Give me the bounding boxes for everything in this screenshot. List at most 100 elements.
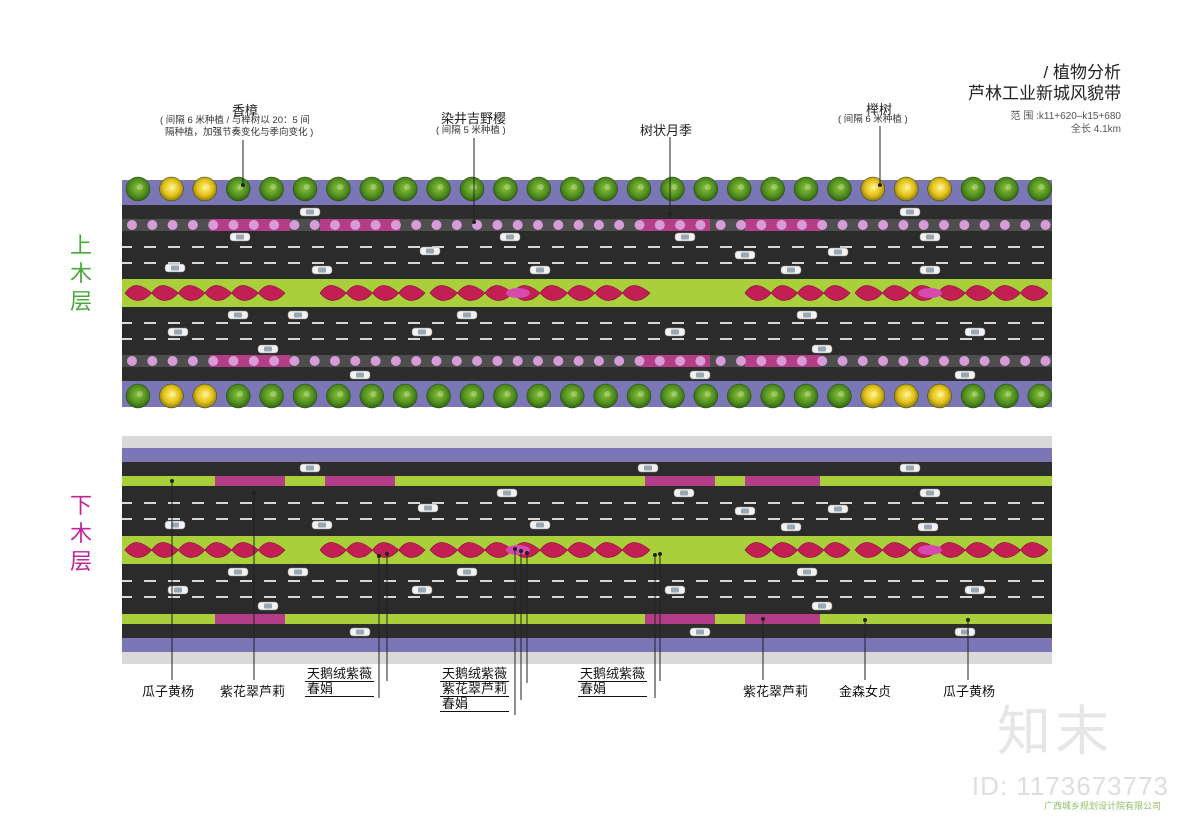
- car-window: [803, 569, 811, 575]
- tree-highlight: [304, 391, 310, 397]
- stack1-item: 天鹅绒紫薇: [305, 666, 375, 682]
- lower-plan: [122, 436, 1052, 664]
- car-window: [463, 312, 471, 318]
- car-window: [961, 372, 969, 378]
- xiangzhang-tree: [493, 383, 518, 409]
- median-shrub: [398, 285, 426, 301]
- xiangzhang-tree: [760, 383, 785, 409]
- car-window: [264, 346, 272, 352]
- label-guazi-left: 瓜子黄杨: [142, 684, 195, 699]
- xiangzhang-tree: [326, 383, 351, 409]
- cherry-tree: [187, 220, 198, 230]
- cherry-tree: [208, 356, 219, 366]
- tree-highlight: [972, 184, 978, 190]
- car-window: [294, 312, 302, 318]
- tree-highlight: [437, 184, 444, 190]
- cherry-tree: [472, 356, 483, 366]
- cherry-tree: [1040, 220, 1051, 230]
- car-window: [671, 587, 679, 593]
- upper-layer-label: 上木层: [69, 233, 92, 314]
- cherry-tree: [634, 356, 645, 366]
- tree-highlight: [471, 391, 477, 397]
- tree-highlight: [203, 184, 210, 190]
- xiangzhang-tree: [827, 383, 852, 409]
- cherry-tree: [715, 220, 726, 230]
- cherry-tree: [756, 220, 767, 230]
- cherry-tree: [350, 220, 361, 230]
- car-window: [294, 569, 302, 575]
- tree-highlight: [738, 391, 745, 397]
- cherry-tree: [898, 220, 909, 230]
- median-accent: [918, 545, 942, 555]
- xiangzhang-tree: [259, 383, 284, 409]
- stack3-item: 天鹅绒紫薇: [578, 666, 648, 682]
- tree-highlight: [604, 391, 611, 397]
- car-window: [356, 372, 364, 378]
- tree-highlight: [871, 391, 878, 397]
- xiangzhang-tree: [459, 176, 485, 202]
- car-window: [418, 587, 426, 593]
- tree-highlight: [1038, 391, 1045, 397]
- xiangzhang-tree: [1027, 383, 1053, 409]
- tree-highlight: [337, 184, 344, 190]
- xiangzhang-tree: [125, 383, 151, 409]
- cherry-tree: [147, 220, 158, 230]
- cherry-tree: [573, 220, 584, 230]
- median-shrub: [823, 285, 851, 301]
- tree-highlight: [938, 184, 945, 190]
- tree-highlight: [704, 391, 711, 397]
- note-jushu: ( 间隔 6 米种植 ): [838, 114, 908, 125]
- tree-highlight: [370, 391, 377, 397]
- xiangzhang-tree: [559, 176, 585, 202]
- car-window: [741, 252, 749, 258]
- car-window: [234, 569, 242, 575]
- car-window: [696, 629, 704, 635]
- tree-highlight: [137, 391, 143, 397]
- xiangzhang-tree: [459, 383, 485, 409]
- cherry-tree: [289, 356, 300, 366]
- cherry-tree: [492, 220, 503, 230]
- xiangzhang-tree: [960, 383, 986, 409]
- cherry-tree: [715, 356, 726, 366]
- label-stack-3: 天鹅绒紫薇 春娟: [578, 666, 648, 697]
- cherry-tree: [675, 356, 686, 366]
- median-shrub: [823, 542, 851, 558]
- cherry-tree: [614, 220, 625, 230]
- cherry-tree: [330, 220, 340, 230]
- car-window: [536, 522, 544, 528]
- car-window: [426, 248, 434, 254]
- stack2-item: 紫花翠芦莉: [440, 681, 510, 697]
- tree-highlight: [270, 184, 277, 190]
- xiangzhang-tree: [259, 176, 284, 202]
- xiangzhang-tree: [626, 383, 652, 409]
- cherry-tree: [390, 220, 401, 230]
- car-window: [803, 312, 811, 318]
- tree-highlight: [504, 391, 511, 397]
- label-guazi-right: 瓜子黄杨: [943, 684, 996, 699]
- xiangzhang-tree: [225, 176, 251, 202]
- cherry-tree: [187, 356, 198, 366]
- upper-plan: [122, 176, 1053, 410]
- label-stack-1: 天鹅绒紫薇 春娟: [305, 666, 375, 697]
- cherry-tree: [330, 356, 340, 366]
- label-yueji: 树状月季: [640, 123, 693, 138]
- xiangzhang-tree: [793, 383, 819, 409]
- car-window: [680, 490, 688, 496]
- page-title: / 植物分析: [1043, 63, 1121, 82]
- tree-highlight: [537, 184, 544, 190]
- car-window: [306, 465, 314, 471]
- xiangzhang-tree: [359, 176, 385, 202]
- cherry-tree: [736, 220, 746, 230]
- tree-highlight: [571, 391, 578, 397]
- xiangzhang-tree: [526, 383, 552, 409]
- note-xiangzhang-2: 隔种植，加强节奏变化与季向变化 ): [165, 127, 314, 138]
- cherry-tree: [593, 220, 604, 230]
- car-window: [424, 505, 432, 511]
- cherry-tree: [411, 220, 422, 230]
- median-accent: [506, 288, 530, 298]
- xiangzhang-tree: [426, 176, 451, 202]
- cherry-tree: [1020, 356, 1031, 366]
- xiangzhang-tree: [359, 383, 385, 409]
- xiangzhang-tree: [726, 383, 752, 409]
- cherry-tree: [695, 356, 706, 366]
